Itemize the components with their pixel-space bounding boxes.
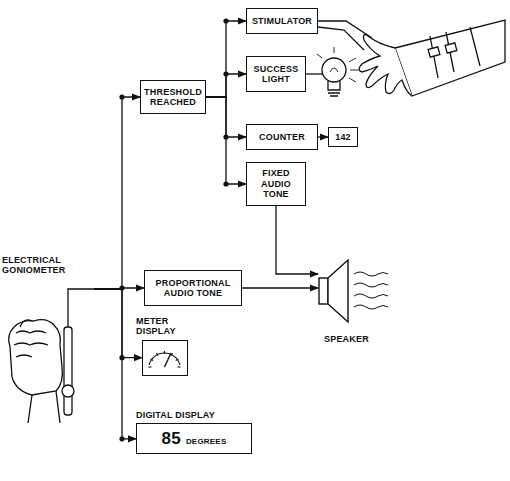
forearm-illustration	[359, 20, 505, 96]
label-text: DIGITAL DISPLAY	[136, 410, 215, 420]
junction-dot	[119, 436, 124, 441]
connector	[242, 287, 318, 288]
label-text: 142	[335, 132, 351, 142]
connector	[276, 206, 318, 274]
hand-goniometer	[2, 287, 94, 423]
meter-display: METER DISPLAY	[136, 316, 200, 378]
process-box: FIXED AUDIO TONE	[246, 162, 306, 206]
digital-display: DIGITAL DISPLAY 85 DEGREES	[136, 410, 252, 470]
connector	[318, 136, 328, 137]
meter-dial	[143, 341, 186, 374]
speaker-symbol	[318, 256, 390, 326]
process-box: THRESHOLD REACHED	[140, 80, 206, 114]
connector	[206, 74, 246, 97]
junction-dot	[223, 71, 228, 76]
label-text: STIMULATOR	[252, 16, 312, 26]
junction-dot	[223, 134, 228, 139]
connector	[94, 97, 140, 289]
label-text: SUCCESS LIGHT	[250, 64, 302, 85]
display-frame: 85 DEGREES	[136, 423, 252, 454]
junction-dot	[119, 355, 124, 360]
connector	[206, 21, 246, 97]
process-box: STIMULATOR	[246, 8, 318, 34]
label-text: THRESHOLD REACHED	[144, 87, 202, 108]
label-text: COUNTER	[259, 132, 305, 142]
display-frame	[142, 340, 188, 376]
label-text: DEGREES	[186, 437, 227, 446]
label-text: ELECTRICAL GONIOMETER	[2, 255, 66, 276]
junction-dot	[223, 181, 228, 186]
goniometer-node: ELECTRICAL GONIOMETER	[2, 255, 94, 425]
process-box: 142	[328, 127, 358, 147]
process-box: COUNTER	[246, 124, 318, 150]
junction-dot	[223, 18, 228, 23]
label-text: SPEAKER	[324, 334, 369, 344]
speaker-node: SPEAKER	[318, 256, 390, 350]
label-text: 85	[162, 430, 181, 447]
light-bulb	[317, 47, 358, 96]
label-text: PROPORTIONAL AUDIO TONE	[148, 278, 238, 299]
junction-dot	[119, 285, 124, 290]
lamp-wire	[306, 73, 322, 74]
label-text: FIXED AUDIO TONE	[250, 168, 302, 199]
label-text: METER DISPLAY	[136, 316, 200, 337]
process-box: SUCCESS LIGHT	[246, 56, 306, 92]
process-box: PROPORTIONAL AUDIO TONE	[144, 270, 242, 306]
connector	[206, 97, 246, 184]
junction-dot	[119, 94, 124, 99]
connector	[94, 289, 142, 358]
connector	[94, 289, 136, 439]
stimulator-lead	[318, 27, 364, 50]
stimulator-lead	[318, 21, 372, 38]
